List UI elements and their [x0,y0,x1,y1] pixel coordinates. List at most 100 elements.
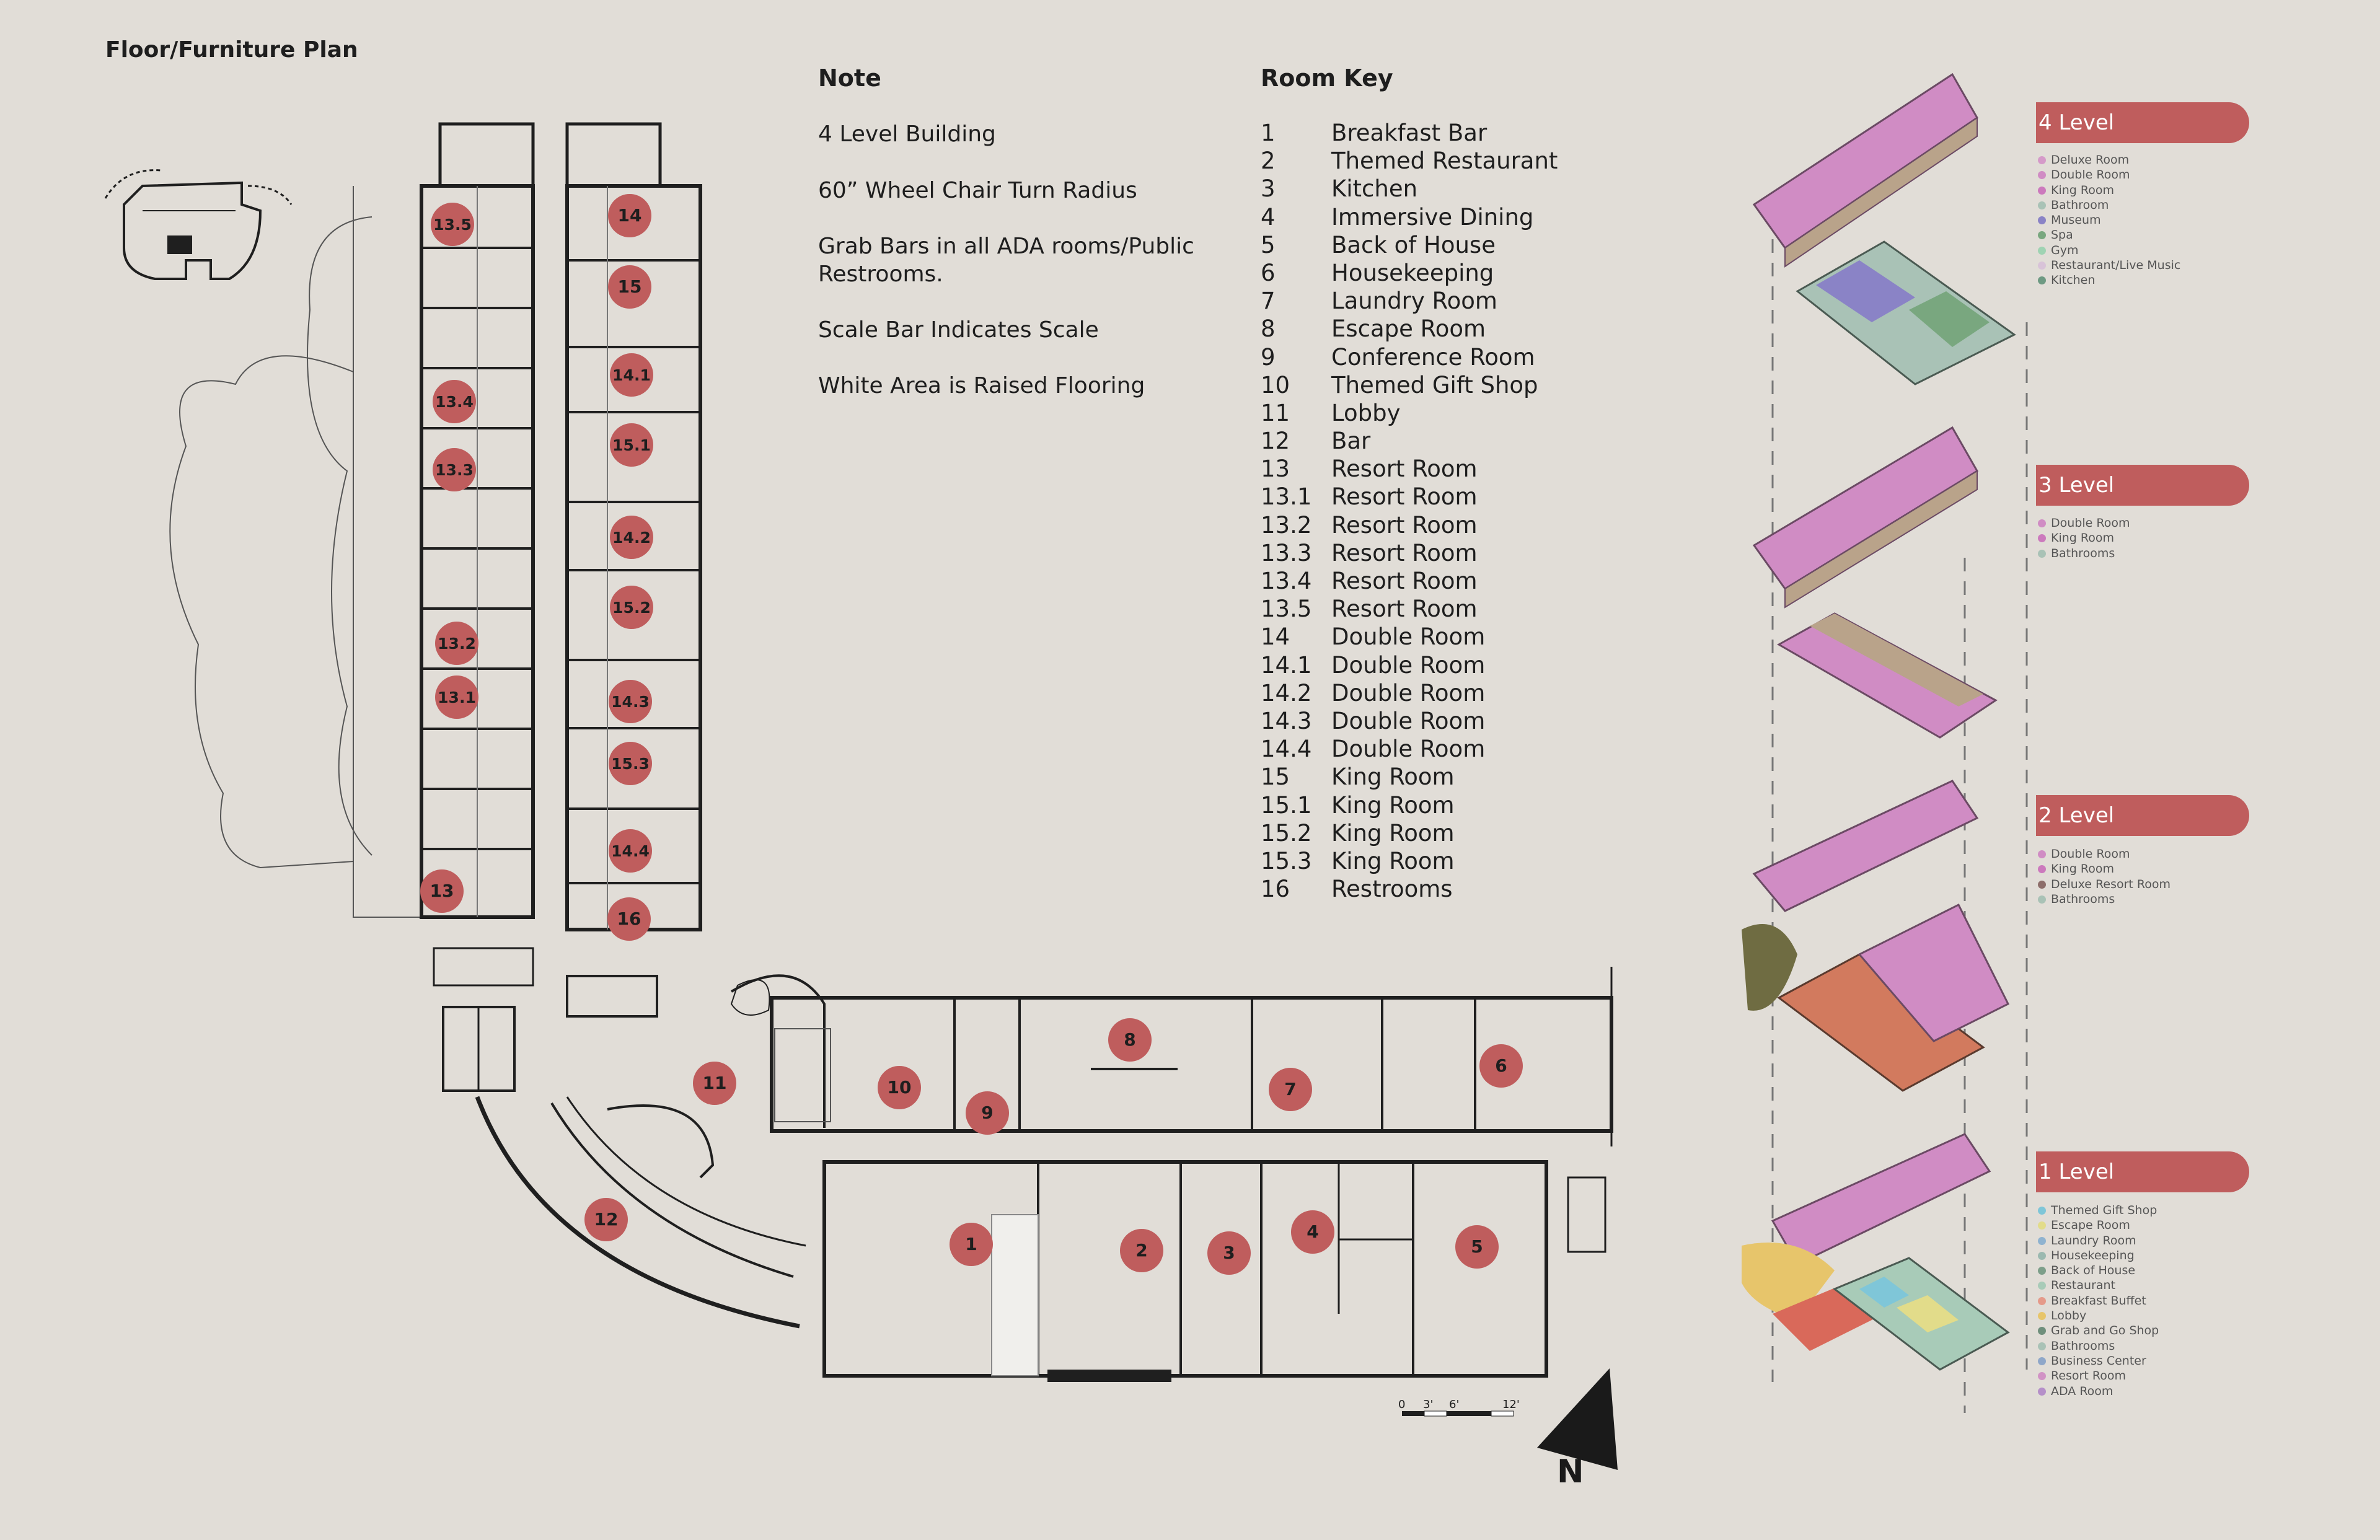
legend-item: Laundry Room [2038,1233,2159,1248]
level-3-axonometric [1752,426,1998,739]
legend-item: Double Room [2038,167,2180,182]
legend-item: King Room [2038,183,2180,198]
legend-label: Business Center [2051,1353,2146,1368]
room-key-number: 9 [1261,343,1276,371]
notes-heading: Note [818,64,881,92]
room-key-name: Kitchen [1331,175,1418,203]
room-key-number: 13.3 [1261,539,1312,566]
room-marker-label: 14.4 [611,842,650,860]
room-key-number: 13.4 [1261,568,1312,594]
room-marker [610,586,653,629]
lobby-bar-area [475,974,826,1329]
room-key-number: 7 [1261,288,1276,315]
legend-label: Housekeeping [2051,1248,2135,1262]
room-marker-label: 3 [1223,1243,1235,1263]
legend-label: Bathrooms [2051,892,2115,906]
note-item: 4 Level Building [818,121,996,147]
level-axonometrics [1742,73,2028,1413]
room-key-name: Themed Gift Shop [1331,371,1538,398]
legend-swatch [2038,156,2046,164]
room-marker-label: 13.4 [435,393,474,411]
room-key-number: 5 [1261,231,1276,258]
legend-item: Deluxe Room [2038,152,2180,167]
legend-item: ADA Room [2038,1384,2159,1399]
room-marker [584,1198,628,1241]
room-key-name: Resort Room [1331,539,1478,566]
room-marker-label: 13.1 [438,689,476,706]
legend-swatch [2038,1357,2046,1365]
legend-label: Museum [2051,213,2101,227]
room-marker [609,742,652,785]
room-key-name: Double Room [1331,736,1486,763]
legend-item: Restaurant/Live Music [2038,258,2180,273]
room-key-item: 13.3 Resort Room [1261,539,1558,567]
room-key-number: 15 [1261,763,1290,791]
room-key-number: 14.1 [1261,651,1312,679]
room-marker [878,1066,921,1109]
legend-item: Double Room [2038,516,2130,530]
room-marker-label: 13.5 [433,216,472,234]
legend-swatch [2038,216,2046,225]
room-marker [607,897,651,941]
note-item: 60” Wheel Chair Turn Radius [818,178,1137,203]
page-title: Floor/Furniture Plan [105,37,358,63]
legend-item: King Room [2038,530,2130,545]
level-banner: 1 Level [2036,1151,2249,1192]
legend-label: King Room [2051,862,2114,876]
north-block [770,967,1613,1146]
note-item: White Area is Raised Flooring [818,373,1145,398]
room-marker-label: 5 [1471,1236,1483,1257]
room-key-number: 8 [1261,315,1276,343]
legend-label: Restaurant [2051,1278,2116,1293]
room-key-number: 15.1 [1261,791,1312,819]
room-marker-label: 14.3 [611,693,650,711]
legend-item: Back of House [2038,1263,2159,1278]
legend-swatch [2038,1221,2046,1230]
legend-label: Bathrooms [2051,1339,2115,1353]
legend-label: Restaurant/Live Music [2051,258,2181,273]
room-marker [608,265,651,309]
legend-swatch [2038,1251,2046,1260]
room-marker [1269,1068,1312,1111]
scale-label: 6' [1449,1398,1459,1411]
legend-swatch [2038,1296,2046,1305]
room-key-number: 15.2 [1261,819,1312,847]
room-marker-label: 13 [430,881,454,901]
room-marker-label: 11 [703,1073,727,1093]
east-wing [565,122,702,931]
room-key-name: Themed Restaurant [1331,147,1558,175]
legend-swatch [2038,1236,2046,1245]
legend-item: Housekeeping [2038,1248,2159,1263]
room-key-name: Double Room [1331,651,1486,679]
room-marker [433,448,476,491]
terrace-outline [169,186,421,918]
legend-item: Breakfast Buffet [2038,1293,2159,1308]
room-key-heading: Room Key [1261,64,1393,92]
room-key-number: 14 [1261,623,1290,651]
room-marker-label: 2 [1135,1240,1147,1261]
north-arrow: N [1537,1368,1618,1490]
room-marker-label: 7 [1284,1079,1296,1099]
room-marker [609,680,652,723]
room-marker-label: 16 [617,909,641,929]
room-marker-label: 4 [1307,1221,1318,1242]
legend-item: Business Center [2038,1353,2159,1368]
room-marker [431,203,474,246]
room-key-name: Lobby [1331,399,1401,426]
room-key-name: Resort Room [1331,568,1478,594]
room-marker [610,516,653,559]
legend-item: Resort Room [2038,1368,2159,1383]
